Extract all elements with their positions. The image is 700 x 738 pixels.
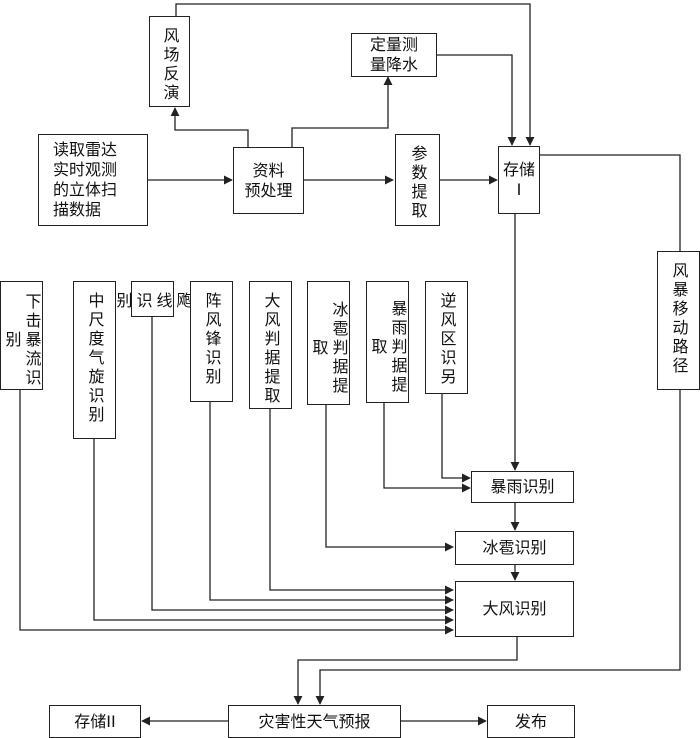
arrow-stormpath-to-forecast <box>315 390 681 705</box>
arrow-rainextract-to-rainstorm <box>383 403 471 493</box>
arrow-wind-to-storage1 <box>175 3 535 146</box>
gale-id-box: 大风识别 <box>455 581 574 637</box>
mesocyclone-box: 中尺度气旋识别 <box>73 281 116 439</box>
arrow-squall-to-gale <box>151 317 454 615</box>
wind-inversion-box: 风场反演 <box>149 16 190 107</box>
gale-extract-box: 大风判据提取 <box>249 281 292 409</box>
storm-path-box: 风暴移动路径 <box>657 251 700 390</box>
downburst-box: 下击暴流识别 <box>0 281 43 390</box>
hail-id-box: 冰雹识别 <box>455 531 574 565</box>
disaster-forecast-box: 灾害性天气预报 <box>228 705 401 738</box>
publish-box: 发布 <box>487 705 575 738</box>
arrow-preprocess-to-precip <box>291 76 393 147</box>
squall-line-box: 飑线识别 <box>114 281 193 317</box>
rainstorm-id-box: 暴雨识别 <box>471 471 574 503</box>
line-storage1-to-stormpath <box>540 154 681 251</box>
arrow-reverse-to-rainstorm <box>441 394 471 483</box>
param-extract-box: 参数提取 <box>395 134 440 226</box>
arrow-gust-to-gale <box>209 402 454 605</box>
arrow-gale-to-forecast <box>293 637 518 705</box>
arrow-downburst-to-gale <box>19 390 454 635</box>
arrow-preprocess-to-wind <box>170 107 249 147</box>
storage2-box: 存储II <box>49 705 141 738</box>
arrow-hailextract-to-hail <box>325 405 454 552</box>
arrow-meso-to-gale <box>93 439 454 625</box>
preprocess-box: 资料 预处理 <box>233 147 304 214</box>
precip-measure-box: 定量测 量降水 <box>351 33 437 77</box>
gust-front-box: 阵风锋识别 <box>190 281 233 402</box>
rainstorm-extract-box: 暴雨判据提取 <box>366 281 409 403</box>
arrow-galeextract-to-gale <box>269 409 454 595</box>
storage1-box: 存储 I <box>498 146 540 214</box>
hail-extract-box: 冰雹判据提取 <box>307 281 350 405</box>
read-radar-box: 读取雷达 实时观测 的立体扫 描数据 <box>38 134 148 226</box>
reverse-wind-box: 逆风区识另 <box>425 281 468 394</box>
arrow-precip-to-storage1 <box>436 54 517 146</box>
